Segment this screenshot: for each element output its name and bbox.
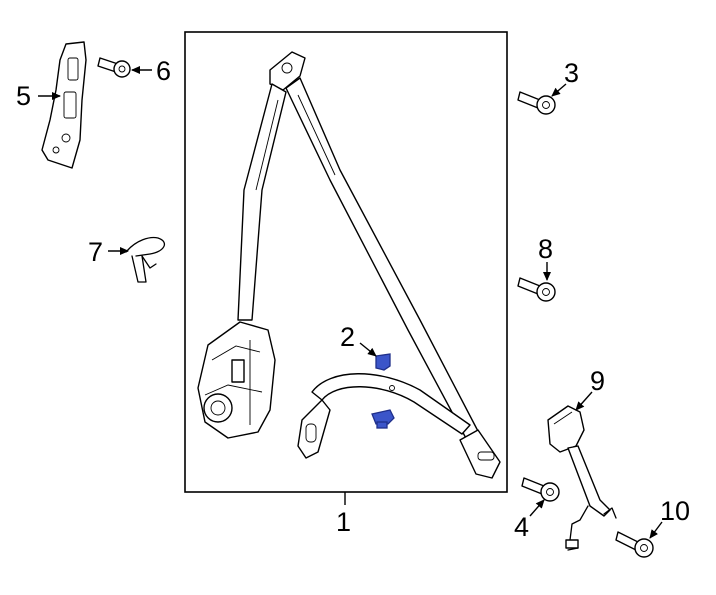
callout-8: 8 [538,234,553,264]
callout-4: 4 [514,512,529,542]
callout-3: 3 [564,58,579,88]
leader-9 [575,391,593,411]
leader-4 [529,499,545,517]
bolt-part-6[interactable] [97,57,131,78]
guide-clip-upper[interactable] [375,353,391,371]
belt-clip[interactable] [125,236,166,283]
callout-6: 6 [156,56,171,86]
assembly-frame [184,31,508,493]
leader-2 [359,342,377,357]
callout-5: 5 [16,81,31,111]
callout-1: 1 [336,507,351,537]
callout-2: 2 [340,322,355,352]
callout-7: 7 [88,237,103,267]
seat-belt-assembly[interactable] [197,51,501,479]
bolt-part-10[interactable] [615,531,654,558]
bolt-part-4[interactable] [521,477,560,502]
bolt-part-8[interactable] [517,277,556,302]
height-adjuster-bracket[interactable] [41,41,87,169]
callout-10: 10 [660,496,690,526]
guide-clip-lower[interactable] [371,409,395,429]
callout-9: 9 [590,366,605,396]
seat-belt-buckle[interactable] [547,405,617,551]
bolt-part-3[interactable] [517,91,556,115]
leader-3 [551,83,567,97]
leader-10 [649,521,663,539]
